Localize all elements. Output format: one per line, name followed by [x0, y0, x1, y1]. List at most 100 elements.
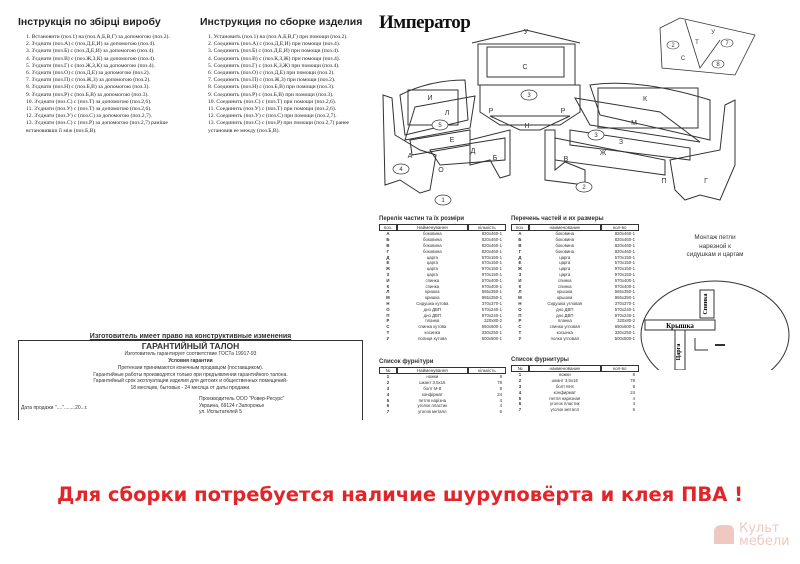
column-header: кількість [467, 224, 506, 231]
column-header: наименование [528, 365, 601, 372]
row-pos: О [518, 306, 522, 312]
row-name: косынка [556, 329, 573, 335]
inset-callout-circle [711, 59, 725, 69]
row-pos: Н [518, 300, 522, 306]
row-pos: О [386, 306, 390, 312]
row-qty: 24 [630, 389, 635, 395]
column-header: кол-во [600, 365, 639, 372]
row-qty: 565х350-1 [481, 289, 502, 295]
row-pos: 2 [386, 380, 390, 386]
row-name: боковина [423, 237, 442, 243]
row-qty: 24 [497, 391, 502, 397]
part-label: Р [561, 108, 566, 115]
part-label: И [427, 95, 432, 102]
row-name: крышка [557, 295, 573, 301]
row-name: конфірмат [421, 391, 443, 397]
row-qty: 570х150-1 [614, 260, 635, 266]
instructions-ua: Інструкція по збірці виробу 1. Встановит… [10, 16, 188, 135]
column-header: кількість [467, 367, 506, 374]
row-pos: К [386, 283, 390, 289]
instruction-step: 12. З'єднати (поз.У) с (поз.С) за допомо… [26, 113, 153, 120]
row-name: уголок металл [550, 407, 579, 413]
callout-circle [575, 181, 593, 193]
row-pos: К [518, 283, 522, 289]
row-name: уголок пластик [417, 403, 448, 409]
instruction-step: 13. З'єднати (поз.С) с (поз.Р) за допомо… [26, 120, 168, 134]
row-pos: Ж [385, 266, 390, 272]
row-qty: 970х150-1 [481, 271, 502, 277]
instruction-step: 10. З'єднати (поз.С) с (поз.Т) за допомо… [26, 98, 152, 105]
row-name: дно ДВП [423, 312, 441, 318]
row-name: дно ДВП [423, 306, 441, 312]
instruction-step: 10. Соединить (поз.С) с (поз.Т) при помо… [208, 98, 337, 105]
part-label: А [408, 153, 413, 160]
instruction-step: 12. Соединить (поз.У) с (поз.С) при помо… [208, 113, 337, 120]
part-label: Ж [600, 150, 607, 157]
callout-circle [392, 163, 410, 175]
row-pos: 6 [386, 403, 390, 409]
row-qty: 570х150-1 [481, 260, 502, 266]
row-name: шкант 3,5х16 [551, 378, 578, 384]
column-header: № [511, 365, 529, 372]
part-label: С [522, 64, 527, 71]
row-pos: П [518, 312, 522, 318]
parts-ua-caption: Перелік частин та їх розміри [379, 216, 465, 222]
column-header: кол-во [600, 224, 639, 231]
row-qty: 4 [499, 397, 502, 403]
instruction-step: 5. Соединить (поз.Г) с (поз.К,З,Ж) при п… [208, 62, 340, 69]
row-name: боковина [555, 242, 575, 248]
row-pos: 5 [518, 395, 522, 401]
row-qty: 970х150-1 [481, 266, 502, 272]
row-qty: 8 [632, 372, 635, 378]
row-name: царга [426, 266, 438, 272]
row-pos: М [386, 295, 390, 301]
instruction-step: 4. З'єднати (поз.В) с (поз.Ж,З,К) за доп… [26, 55, 156, 62]
warranty-line: Претензии принимаются конечным продавцом… [117, 365, 264, 372]
column-header: Найменування [396, 224, 468, 231]
row-qty: 78 [497, 380, 502, 386]
instruction-step: 7. З'єднати (поз.П) с (поз.Ж,З) за допом… [26, 77, 151, 84]
row-name: царга [426, 271, 438, 277]
row-pos: 3 [518, 383, 522, 389]
hinge-note-line: Монтаж петли [694, 234, 736, 241]
row-name: спинка [425, 277, 440, 283]
row-pos: З [518, 271, 522, 277]
row-name: косинка [424, 329, 441, 335]
warranty-line: Гарантийный срок эксплуатации изделия дл… [93, 378, 288, 385]
part-label: Б [493, 155, 498, 162]
row-pos: П [386, 312, 390, 318]
row-pos: Е [518, 260, 522, 266]
part-label: О [438, 167, 444, 174]
row-qty: 570х150-1 [614, 254, 635, 260]
row-name: конфирмат [553, 389, 576, 395]
row-pos: Д [518, 254, 522, 260]
row-qty: 650х600-1 [614, 324, 635, 330]
warranty-line: 18 месяцев, бытовых - 24 месяца от даты … [130, 384, 251, 391]
row-name: царга [559, 260, 571, 266]
armchair-logo-icon [714, 525, 734, 544]
inset-callout-circle [720, 38, 734, 48]
row-qty: 820х460-1 [481, 231, 502, 237]
row-qty: 8 [499, 385, 502, 391]
instructions-ru-steps: 1. Установить (поз.1) на (поз.А,Б,В,Г) п… [192, 34, 374, 135]
